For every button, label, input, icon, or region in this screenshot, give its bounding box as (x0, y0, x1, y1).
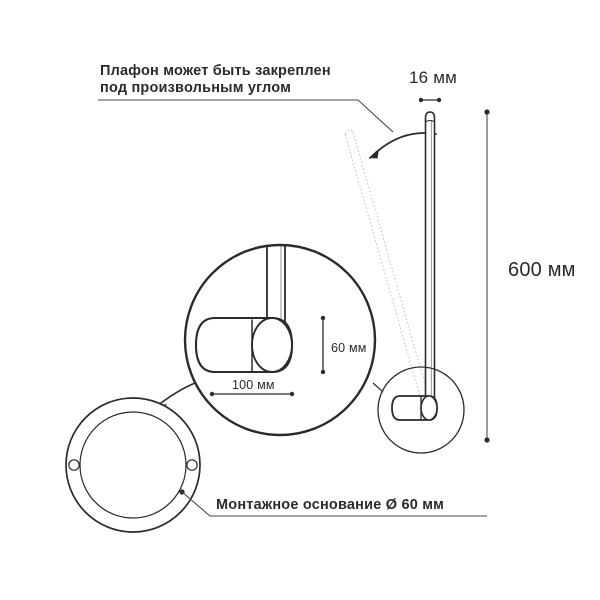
note-text-line1: Плафон может быть закреплен (100, 63, 331, 79)
lamp-shade-small (391, 395, 438, 421)
note-leader (98, 99, 394, 133)
lamp-rod (424, 111, 436, 409)
joint-detail-circle (377, 366, 465, 454)
shade-magnifier-circle (183, 243, 377, 437)
mounting-base-caption: Монтажное основание Ø 60 мм (216, 497, 445, 513)
base-caption-leader (179, 489, 487, 517)
dimension-600mm (484, 109, 490, 443)
dimension-label-shade-diameter: 60 мм (331, 341, 367, 355)
dimension-label-shade-length: 100 мм (232, 378, 275, 392)
dimension-label-total-height: 600 мм (508, 259, 576, 281)
magnifier-connector (372, 382, 384, 393)
dimension-label-rod-diameter: 16 мм (409, 68, 458, 87)
dimension-16mm (418, 97, 442, 103)
note-text-line2: под произвольным углом (100, 80, 292, 96)
mounting-base (65, 397, 201, 533)
rod-alternate-position-dotted (344, 129, 430, 401)
dimension-100mm (209, 391, 295, 397)
dimension-60mm (320, 315, 326, 375)
